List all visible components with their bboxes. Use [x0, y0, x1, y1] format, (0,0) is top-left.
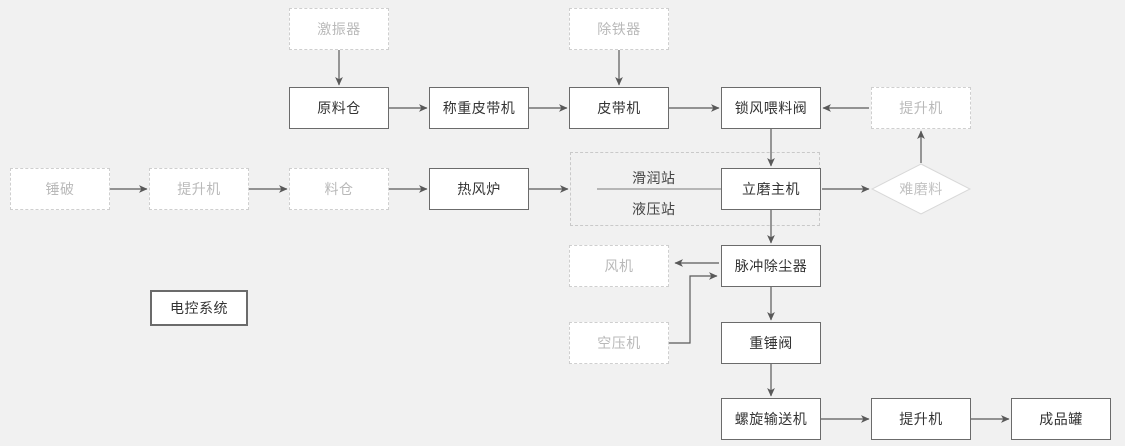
node-label-liaocang: 料仓	[324, 181, 354, 197]
node-jizhenqi[interactable]: 激振器	[289, 8, 389, 50]
node-label-yuanliaocang: 原料仓	[317, 100, 361, 116]
node-tishengji-top[interactable]: 提升机	[871, 87, 971, 129]
node-label-chuipo: 锤破	[45, 181, 75, 197]
node-refenglu[interactable]: 热风炉	[429, 168, 529, 210]
group-label-yeyazhan: 液压站	[632, 201, 676, 217]
node-label-diankongxitong: 电控系统	[170, 300, 228, 316]
node-label-fengji: 风机	[604, 258, 634, 274]
node-label-chutieqi: 除铁器	[597, 21, 641, 37]
node-chengzhongpidaiji[interactable]: 称重皮带机	[429, 87, 529, 129]
node-yuanliaocang[interactable]: 原料仓	[289, 87, 389, 129]
node-limozhuji[interactable]: 立磨主机	[721, 168, 821, 210]
node-label-tishengji-bottom: 提升机	[899, 411, 943, 427]
node-chutieqi[interactable]: 除铁器	[569, 8, 669, 50]
node-label-zhongchuifa: 重锤阀	[749, 335, 793, 351]
node-luoxuanshusongji[interactable]: 螺旋输送机	[721, 398, 821, 440]
node-label-nanmoliao: 难磨料	[899, 181, 943, 197]
diamond-shape-icon	[871, 163, 971, 215]
node-label-chengzhongpidaiji: 称重皮带机	[442, 100, 516, 116]
node-label-refenglu: 热风炉	[457, 181, 501, 197]
node-maichongchuchenqi[interactable]: 脉冲除尘器	[721, 245, 821, 287]
node-label-pidaiji: 皮带机	[597, 100, 641, 116]
node-label-tishengji-left: 提升机	[177, 181, 221, 197]
node-label-limozhuji: 立磨主机	[742, 181, 800, 197]
node-label-luoxuanshusongji: 螺旋输送机	[734, 411, 808, 427]
group-label-huarunzhan: 滑润站	[632, 170, 676, 186]
node-kongyaji[interactable]: 空压机	[569, 322, 669, 364]
node-label-suofengweiliaofa: 锁风喂料阀	[734, 100, 808, 116]
node-liaocang[interactable]: 料仓	[289, 168, 389, 210]
node-fengji[interactable]: 风机	[569, 245, 669, 287]
node-pidaiji[interactable]: 皮带机	[569, 87, 669, 129]
node-diankongxitong[interactable]: 电控系统	[150, 290, 248, 326]
wire-kongyaji-to-maichongchuchenqi	[669, 272, 718, 344]
node-tishengji-left[interactable]: 提升机	[149, 168, 249, 210]
node-chuipo[interactable]: 锤破	[10, 168, 110, 210]
node-label-chengpinguan: 成品罐	[1039, 411, 1083, 427]
node-label-maichongchuchenqi: 脉冲除尘器	[734, 258, 808, 274]
node-label-tishengji-top: 提升机	[899, 100, 943, 116]
node-label-kongyaji: 空压机	[597, 335, 641, 351]
node-chengpinguan[interactable]: 成品罐	[1011, 398, 1111, 440]
node-label-jizhenqi: 激振器	[317, 21, 361, 37]
node-tishengji-bottom[interactable]: 提升机	[871, 398, 971, 440]
node-nanmoliao[interactable]: 难磨料	[871, 163, 971, 215]
node-suofengweiliaofa[interactable]: 锁风喂料阀	[721, 87, 821, 129]
node-zhongchuifa[interactable]: 重锤阀	[721, 322, 821, 364]
